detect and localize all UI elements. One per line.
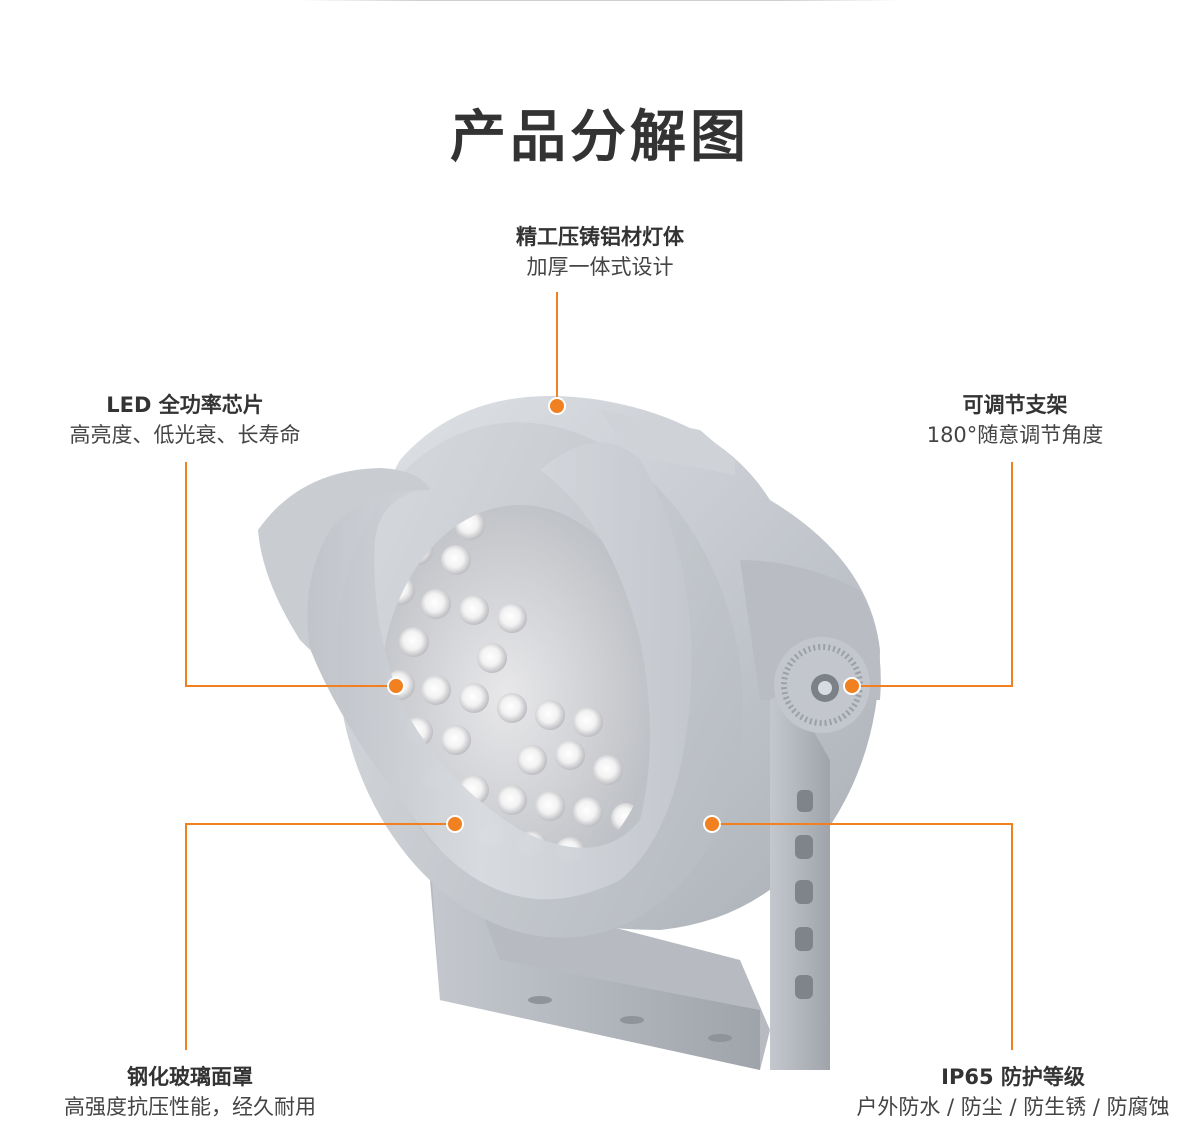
callout-ip-rating-title: IP65 防护等级 (941, 1065, 1085, 1089)
bracket-slot (795, 880, 813, 904)
callout-glass-cover-subtitle: 高强度抗压性能，经久耐用 (64, 1095, 316, 1119)
leader-line-led (185, 462, 396, 687)
led-chip (421, 675, 451, 705)
led-chip (573, 707, 603, 737)
led-chip (555, 740, 585, 770)
callout-lamp-body: 精工压铸铝材灯体 加厚一体式设计 (420, 222, 780, 282)
led-chip (497, 785, 527, 815)
callout-ip-rating: IP65 防护等级 户外防水 / 防尘 / 防生锈 / 防腐蚀 (838, 1062, 1188, 1122)
bracket-slot (795, 835, 813, 859)
callout-lines (185, 292, 1013, 1050)
bracket-hole (528, 996, 552, 1004)
led-chip (535, 700, 565, 730)
led-chip (497, 693, 527, 723)
callout-dot-led (387, 677, 405, 695)
led-chip (497, 603, 527, 633)
callout-dot-body (548, 397, 566, 415)
led-chip (441, 725, 471, 755)
bracket-slot (795, 927, 813, 951)
led-chip (477, 643, 507, 673)
led-chip (399, 627, 429, 657)
callout-lamp-body-subtitle: 加厚一体式设计 (526, 255, 674, 279)
callout-bracket-subtitle: 180°随意调节角度 (926, 423, 1104, 447)
callout-ip-rating-subtitle: 户外防水 / 防尘 / 防生锈 / 防腐蚀 (856, 1095, 1170, 1119)
leader-line-bracket (852, 462, 1013, 687)
callout-dot-ip (703, 815, 721, 833)
leader-line-ip (712, 823, 1013, 1050)
led-chip (459, 683, 489, 713)
callout-glass-cover-title: 钢化玻璃面罩 (127, 1065, 253, 1089)
callout-led-chip-title: LED 全功率芯片 (106, 393, 264, 417)
led-chip (517, 745, 547, 775)
led-chip (459, 595, 489, 625)
top-divider (300, 0, 900, 1)
callout-dots (387, 397, 861, 833)
callout-dot-bracket (843, 677, 861, 695)
bracket-u-plate (432, 880, 760, 1070)
led-chip (441, 545, 471, 575)
callout-bracket: 可调节支架 180°随意调节角度 (860, 390, 1170, 450)
led-chip (593, 755, 623, 785)
bracket-hole (708, 1034, 732, 1042)
callout-lamp-body-title: 精工压铸铝材灯体 (516, 225, 684, 249)
page-title: 产品分解图 (450, 105, 750, 170)
visor-edge (258, 468, 430, 650)
bracket-arm (770, 690, 830, 1070)
bracket-slot (795, 975, 813, 999)
leader-line-glass (185, 823, 455, 1050)
bracket-slot (797, 790, 813, 812)
housing-top-fin (600, 410, 735, 475)
callout-led-chip-subtitle: 高亮度、低光衰、长寿命 (69, 423, 301, 447)
led-chip (573, 797, 603, 827)
callout-bracket-title: 可调节支架 (962, 393, 1068, 417)
callout-glass-cover: 钢化玻璃面罩 高强度抗压性能，经久耐用 (30, 1062, 350, 1122)
led-chip (535, 791, 565, 821)
callout-led-chip: LED 全功率芯片 高亮度、低光衰、长寿命 (30, 390, 340, 450)
bracket-hole (620, 1016, 644, 1024)
callout-dot-glass (446, 815, 464, 833)
dial-bolt-head (818, 681, 832, 695)
led-chip (421, 589, 451, 619)
